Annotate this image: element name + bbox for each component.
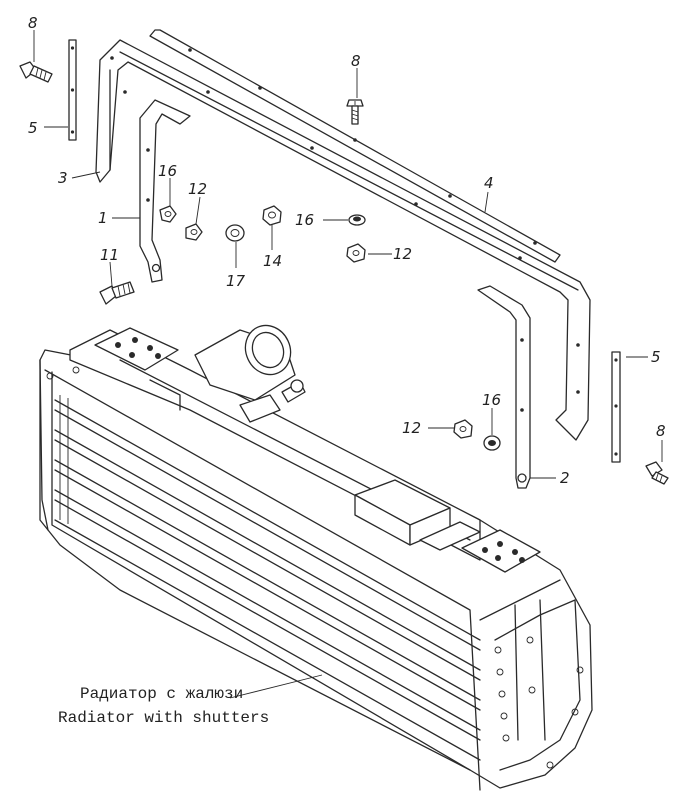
callout-11: 11 [100, 246, 119, 264]
bracket-1 [139, 99, 191, 283]
callout-12-right: 12 [402, 419, 421, 437]
inlet-pipe [194, 324, 306, 423]
callout-labels: 8 5 3 1 16 12 11 17 14 8 4 16 12 5 16 12… [28, 14, 666, 487]
nut-14 [262, 205, 282, 226]
bolt-11 [99, 281, 135, 305]
bracket-2 [477, 285, 531, 489]
tank-cap-right [461, 529, 541, 573]
callout-1: 1 [98, 209, 108, 227]
callout-4: 4 [484, 174, 494, 192]
callout-2: 2 [560, 469, 570, 487]
callout-16-right: 16 [482, 391, 501, 409]
callout-5-left: 5 [28, 119, 38, 137]
nut-12-mid [346, 243, 366, 263]
callout-17: 17 [226, 272, 246, 290]
washer-16-mid [348, 214, 366, 226]
screw-8-top-mid [346, 99, 364, 125]
callout-3: 3 [58, 169, 68, 187]
callout-12-left: 12 [188, 180, 207, 198]
caption-russian: Радиатор с жалюзи [80, 685, 243, 703]
strip-4 [149, 29, 561, 263]
callout-5-right: 5 [651, 348, 661, 366]
washer-17 [225, 224, 245, 242]
callout-8-right: 8 [656, 422, 666, 440]
callout-16-left: 16 [158, 162, 177, 180]
strip-5-right [611, 351, 621, 463]
bracket-3 [95, 39, 591, 441]
caption-english: Radiator with shutters [58, 709, 269, 727]
shutter-slats [54, 395, 481, 761]
callout-12-mid: 12 [393, 245, 412, 263]
nut-12-left [185, 223, 203, 241]
callout-16-mid: 16 [295, 211, 314, 229]
tank-cap-left [94, 327, 179, 371]
nut-12-right [453, 419, 473, 439]
callout-14: 14 [263, 252, 282, 270]
bolt-8-top-left [19, 61, 53, 83]
callout-8-top-mid: 8 [351, 52, 361, 70]
nut-16-left [159, 205, 177, 223]
strip-5-left [68, 39, 77, 141]
callout-8-top-left: 8 [28, 14, 38, 32]
radiator-with-shutters [39, 324, 593, 791]
leader-lines [33, 30, 663, 699]
screw-8-right [645, 461, 669, 485]
frame-holes-right [494, 636, 584, 769]
washer-16-right [483, 435, 501, 451]
